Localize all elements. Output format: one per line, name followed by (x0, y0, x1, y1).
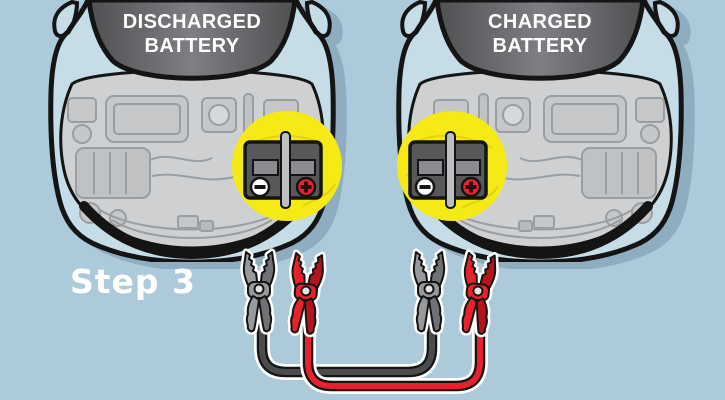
black-clamp-icon (244, 252, 274, 331)
plus-terminal-icon (460, 176, 482, 198)
red-clamp-icon (458, 253, 496, 335)
battery-icon (243, 131, 323, 209)
red-jumper-cable (300, 315, 488, 394)
minus-terminal-icon (414, 176, 436, 198)
label-line2: BATTERY (144, 35, 240, 57)
minus-terminal-icon (249, 176, 271, 198)
discharged-battery-label: DISCHARGED BATTERY (42, 10, 342, 58)
plus-terminal-icon (295, 176, 317, 198)
battery-icon (408, 131, 488, 209)
car-discharged: DISCHARGED BATTERY (42, 0, 342, 262)
battery-highlight-right (397, 111, 507, 221)
black-jumper-cable (254, 312, 440, 380)
red-clamp-icon (287, 253, 324, 335)
black-clamp-icon (414, 252, 444, 331)
charged-battery-label: CHARGED BATTERY (390, 10, 690, 58)
battery-strap (445, 131, 456, 209)
label-line1: CHARGED (488, 11, 592, 33)
car-charged: CHARGED BATTERY (390, 0, 690, 262)
step-caption: Step 3 (70, 262, 196, 301)
label-line1: DISCHARGED (122, 11, 262, 33)
label-line2: BATTERY (492, 35, 588, 57)
battery-highlight-left (232, 111, 342, 221)
battery-strap (280, 131, 291, 209)
jumper-cables (230, 245, 510, 394)
